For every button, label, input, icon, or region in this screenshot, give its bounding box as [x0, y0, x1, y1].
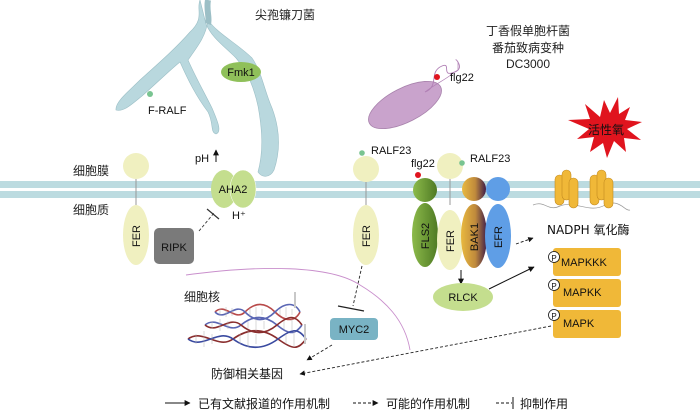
myc2-to-genes-arrow	[306, 344, 333, 361]
bacteria-name-line3: DC3000	[506, 57, 550, 71]
flg22-bacteria-label: flg22	[450, 72, 474, 84]
rlck-to-mapkkk-arrow	[488, 266, 535, 290]
fer-middle	[353, 156, 379, 265]
ripk-inhibits-aha2-line	[198, 212, 215, 232]
mapkk-label: MAPKK	[563, 287, 602, 299]
nadph-oxidase-label: NADPH 氧化酶	[547, 222, 630, 237]
flg22-receptor-label: flg22	[411, 158, 435, 170]
rlck-label: RLCK	[448, 292, 478, 304]
ralf23-left-dot	[359, 150, 365, 156]
bacteria-name-line1: 丁香假单胞杆菌	[486, 24, 570, 38]
fer-left-label: FER	[131, 225, 143, 247]
legend-possible-label: 可能的作用机制	[386, 396, 470, 411]
cell-membrane-label: 细胞膜	[73, 164, 109, 178]
nucleus-label: 细胞核	[184, 290, 220, 304]
legend-reported-label: 已有文献报道的作用机制	[198, 396, 330, 411]
fer-left	[123, 153, 149, 265]
mapk-label: MAPK	[563, 318, 595, 330]
aha2-pump	[211, 169, 257, 209]
h-plus-label: H⁺	[232, 210, 246, 222]
fmk1-protein	[221, 62, 261, 82]
ralf23-left-label: RALF23	[371, 145, 411, 157]
cell-membrane	[0, 181, 700, 198]
phospho-mapkkk: P	[551, 254, 556, 263]
fer-myc2-inhibit-bar	[337, 305, 365, 312]
efr-label: EFR	[493, 226, 505, 248]
aha2-label: AHA2	[219, 184, 248, 196]
dna-helices	[187, 292, 307, 349]
fmk1-label: Fmk1	[227, 67, 255, 79]
flg22-bacteria-dot	[434, 74, 440, 80]
phospho-mapk: P	[551, 312, 556, 321]
flg22-receptor-dot	[415, 172, 421, 178]
legend-inhibition-label: 抑制作用	[520, 396, 568, 411]
bacterium	[368, 59, 460, 130]
nucleus-envelope	[185, 267, 411, 351]
mapkkk-label: MAPKKK	[561, 257, 608, 269]
ripk-inhibit-bar	[206, 208, 220, 220]
ros-label: 活性氧	[588, 123, 624, 137]
ros-burst	[568, 97, 642, 158]
mapkk-box	[548, 279, 621, 307]
defense-genes-label: 防御相关基因	[211, 366, 283, 381]
fer-right	[437, 153, 463, 270]
bacteria-name-line2: 番茄致病变种	[492, 40, 564, 55]
ralf23-right-dot	[459, 160, 465, 166]
f-ralf-dot	[147, 91, 153, 97]
fls2-label: FLS2	[420, 223, 432, 249]
fungal-hypha	[115, 0, 279, 177]
efr-to-nadph-arrow	[515, 237, 534, 245]
fer-inhibits-myc2-line	[352, 265, 363, 307]
bak1-label: BAK1	[469, 223, 481, 251]
fungus-name: 尖孢镰刀菌	[255, 7, 315, 22]
fls2-receptor	[412, 178, 438, 267]
ripk-box	[154, 228, 194, 264]
myc2-label: MYC2	[339, 324, 370, 336]
mapk-to-genes-arrow	[299, 325, 552, 376]
phospho-mapkk: P	[551, 282, 556, 291]
f-ralf-label: F-RALF	[148, 105, 187, 117]
mapkkk-box	[548, 248, 621, 276]
legend: 已有文献报道的作用机制 可能的作用机制 抑制作用	[165, 396, 568, 411]
rlck-protein	[433, 283, 493, 311]
fer-right-label: FER	[445, 230, 457, 252]
ralf23-right-label: RALF23	[470, 153, 510, 165]
myc2-box	[330, 318, 378, 340]
nadph-oxidase	[532, 169, 631, 211]
ph-label: pH	[195, 153, 209, 165]
cytoplasm-label: 细胞质	[73, 203, 109, 217]
bak1-coreceptor	[461, 177, 487, 268]
efr-receptor	[485, 177, 511, 268]
mapk-box	[548, 309, 621, 338]
ripk-label: RIPK	[161, 242, 187, 254]
fer-middle-label: FER	[361, 225, 373, 247]
